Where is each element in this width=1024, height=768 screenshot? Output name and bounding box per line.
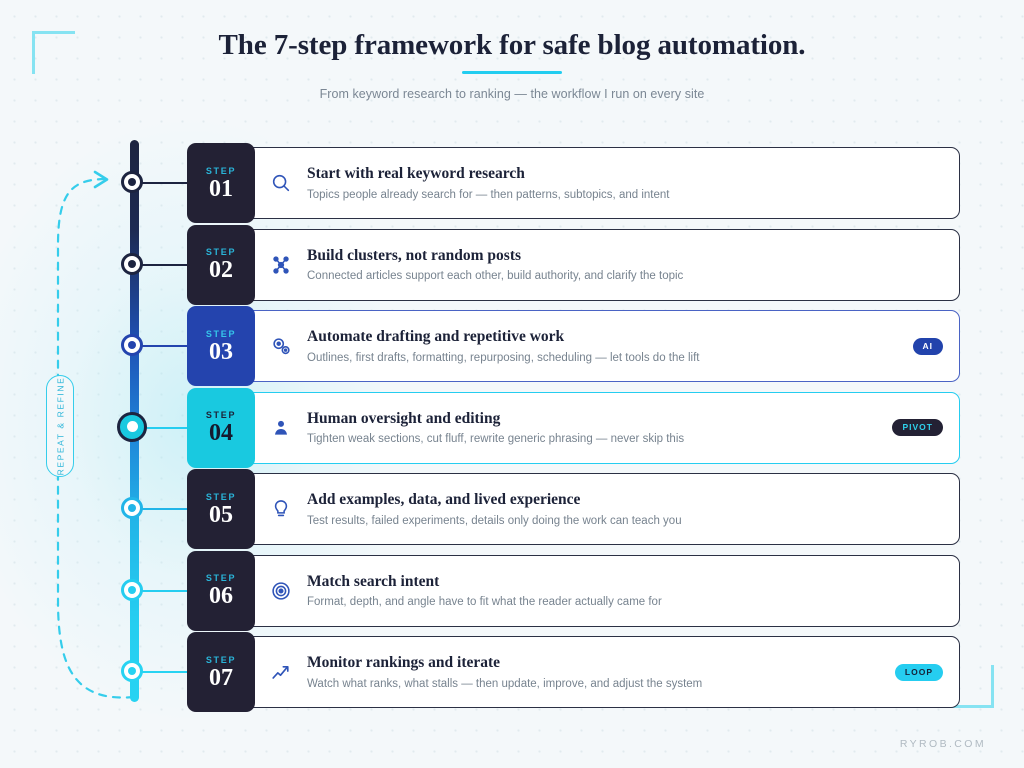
timeline-node[interactable]: [121, 334, 143, 356]
step-connector-line: [135, 508, 193, 510]
step-connector-line: [135, 589, 193, 592]
timeline-node-pip: [128, 178, 136, 186]
step-description: Test results, failed experiments, detail…: [307, 514, 682, 527]
trend-chart-icon: [255, 637, 307, 707]
step-description: Outlines, first drafts, formatting, repu…: [307, 351, 700, 364]
step-connector-line: [135, 182, 193, 184]
timeline-node[interactable]: [117, 411, 147, 442]
repeat-refine-badge: REPEAT & REFINE: [46, 375, 74, 477]
step-description: Connected articles support each other, b…: [307, 270, 684, 282]
step-tag-badge[interactable]: PIVOT: [892, 419, 943, 436]
step-description: Watch what ranks, what stalls — then upd…: [307, 677, 703, 690]
timeline-node-pip: [128, 259, 136, 268]
header: The 7-step framework for safe blog autom…: [0, 28, 1024, 101]
title-underline-accent: [462, 70, 562, 74]
footer-brand: RYROB.COM: [899, 738, 986, 750]
timeline-node-pip: [126, 421, 138, 432]
target-icon: [255, 556, 307, 626]
step-badge-number: 03: [209, 338, 233, 365]
step-tag-badge[interactable]: AI: [912, 337, 943, 355]
step-badge-word: STEP: [205, 654, 237, 665]
step-connector-line: [135, 345, 193, 347]
step-connector-line: [135, 426, 193, 429]
timeline-node[interactable]: [121, 578, 143, 601]
step-connector-line: [135, 671, 193, 673]
step-title: Add examples, data, and lived experience: [307, 491, 581, 509]
step-badge-number: 05: [209, 501, 233, 528]
step-connector-line: [135, 263, 193, 266]
step-description: Tighten weak sections, cut fluff, rewrit…: [307, 433, 685, 445]
step-badge-number: 07: [209, 664, 233, 691]
page-subtitle: From keyword research to ranking — the w…: [319, 86, 705, 101]
timeline-node[interactable]: [121, 171, 143, 193]
lightbulb-icon: [255, 474, 307, 544]
step-badge-number: 01: [209, 175, 233, 202]
timeline-node[interactable]: [121, 252, 143, 275]
step-tag-badge[interactable]: LOOP: [894, 663, 943, 681]
step-badge-word: STEP: [205, 573, 237, 583]
repeat-refine-label: REPEAT & REFINE: [55, 376, 66, 476]
step-badge-word: STEP: [205, 247, 237, 257]
step-title: Monitor rankings and iterate: [307, 654, 501, 672]
timeline-node[interactable]: [121, 497, 143, 519]
timeline-node[interactable]: [121, 660, 143, 682]
cluster-icon: [255, 230, 307, 300]
step-title: Human oversight and editing: [307, 409, 501, 427]
step-badge-number: 04: [209, 420, 233, 446]
gears-icon: [255, 311, 307, 381]
step-title: Start with real keyword research: [307, 165, 525, 183]
step-badge-word: STEP: [205, 165, 237, 176]
person-icon: [255, 393, 307, 463]
timeline-node-pip: [128, 504, 136, 512]
step-title: Build clusters, not random posts: [307, 246, 522, 264]
step-badge-word: STEP: [205, 410, 237, 420]
step-title: Match search intent: [307, 572, 440, 590]
timeline-node-pip: [128, 341, 136, 349]
timeline-node-pip: [128, 585, 136, 594]
step-badge-word: STEP: [205, 328, 237, 339]
step-title: Automate drafting and repetitive work: [307, 328, 565, 346]
step-description: Format, depth, and angle have to fit wha…: [307, 596, 662, 608]
timeline-node-pip: [128, 667, 136, 675]
step-card-body: Add examples, data, and lived experience…: [307, 474, 959, 544]
step-badge-number: 06: [209, 583, 233, 609]
search-icon: [255, 148, 307, 218]
page-title: The 7-step framework for safe blog autom…: [218, 29, 806, 61]
step-badge-word: STEP: [205, 491, 237, 502]
step-badge-number: 02: [209, 257, 233, 283]
step-description: Topics people already search for — then …: [307, 188, 670, 201]
